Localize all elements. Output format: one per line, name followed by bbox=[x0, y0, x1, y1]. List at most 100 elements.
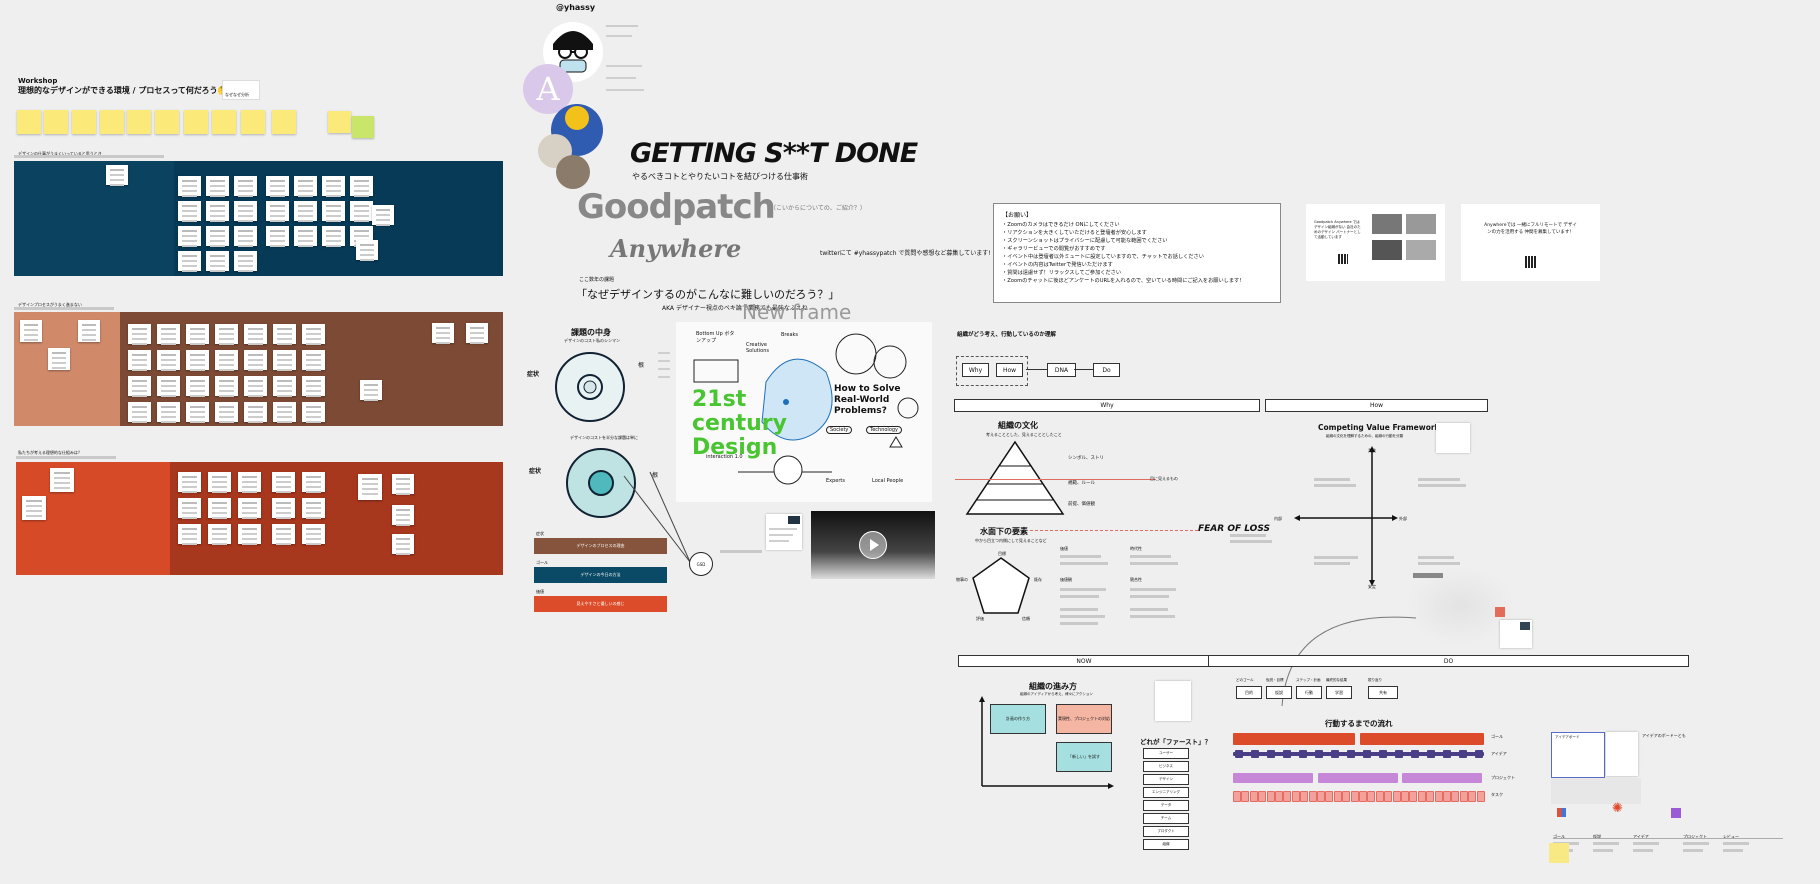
whiteboard-sketch[interactable] bbox=[1405, 567, 1515, 645]
sticky-note[interactable] bbox=[22, 496, 46, 520]
sticky-note[interactable] bbox=[186, 324, 209, 344]
sticky-note[interactable] bbox=[244, 402, 267, 422]
yellow-sticky[interactable] bbox=[352, 116, 374, 138]
article-card[interactable] bbox=[766, 514, 802, 550]
first-item[interactable]: デザイン bbox=[1143, 774, 1189, 785]
sticky-note[interactable] bbox=[234, 176, 257, 196]
yellow-sticky[interactable] bbox=[127, 110, 151, 134]
sticky-note[interactable] bbox=[206, 201, 229, 221]
sticky-note[interactable] bbox=[208, 498, 231, 518]
sticky-note[interactable] bbox=[273, 402, 296, 422]
sticky-note[interactable] bbox=[48, 348, 70, 370]
sticky-note[interactable] bbox=[128, 402, 151, 422]
frame-label[interactable]: New frame bbox=[742, 300, 852, 324]
sticky-note[interactable] bbox=[157, 324, 180, 344]
sketchnote[interactable]: 21st century Design How to Solve Real-Wo… bbox=[676, 322, 932, 502]
first-item[interactable]: ユーザー bbox=[1143, 748, 1189, 759]
sticky-note[interactable] bbox=[157, 402, 180, 422]
flow-step[interactable]: 学習 bbox=[1326, 686, 1352, 699]
sticky-note[interactable] bbox=[272, 498, 295, 518]
sticky-note[interactable] bbox=[178, 251, 201, 271]
sticky-note[interactable] bbox=[178, 226, 201, 246]
yellow-sticky[interactable] bbox=[328, 111, 351, 133]
ideas-card-2[interactable] bbox=[1606, 732, 1638, 776]
board-3[interactable] bbox=[16, 462, 503, 575]
sticky-note[interactable] bbox=[238, 498, 261, 518]
sticky-note[interactable] bbox=[302, 472, 325, 492]
corner-yellow-note[interactable] bbox=[1549, 843, 1569, 863]
first-item[interactable]: ビジネス bbox=[1143, 761, 1189, 772]
flow-step[interactable]: 行動 bbox=[1296, 686, 1322, 699]
sticky-note[interactable] bbox=[302, 350, 325, 370]
flow-step[interactable]: 共有 bbox=[1368, 686, 1398, 699]
sticky-note[interactable] bbox=[302, 376, 325, 396]
sticky-note[interactable] bbox=[206, 226, 229, 246]
yellow-sticky[interactable] bbox=[155, 110, 179, 134]
sticky-note[interactable] bbox=[244, 350, 267, 370]
yellow-sticky[interactable] bbox=[17, 110, 41, 134]
yellow-sticky[interactable] bbox=[100, 110, 124, 134]
sticky-note[interactable] bbox=[350, 201, 373, 221]
sticky-note[interactable] bbox=[302, 402, 325, 422]
play-button-icon[interactable] bbox=[859, 531, 887, 559]
sticky-note[interactable] bbox=[238, 472, 261, 492]
sticky-note[interactable] bbox=[128, 324, 151, 344]
first-item[interactable]: プロダクト bbox=[1143, 826, 1189, 837]
sticky-note[interactable] bbox=[294, 226, 317, 246]
yellow-sticky[interactable] bbox=[272, 110, 296, 134]
yellow-sticky[interactable] bbox=[72, 110, 96, 134]
promo-card-1[interactable]: Goodpatch Anywhere では デザイン組織がない 会社のためのデザ… bbox=[1306, 204, 1445, 281]
sticky-note[interactable] bbox=[208, 472, 231, 492]
first-item[interactable]: チーム bbox=[1143, 813, 1189, 824]
sticky-note[interactable] bbox=[432, 323, 454, 343]
sticky-note[interactable] bbox=[215, 324, 238, 344]
sticky-note[interactable] bbox=[358, 474, 382, 500]
sticky-note[interactable] bbox=[234, 201, 257, 221]
sticky-note[interactable] bbox=[294, 201, 317, 221]
flow-step[interactable]: 仮説 bbox=[1266, 686, 1292, 699]
sticky-note[interactable] bbox=[350, 176, 373, 196]
sticky-note[interactable] bbox=[50, 468, 74, 492]
ideas-card[interactable]: アイデアボード bbox=[1551, 732, 1605, 778]
sticky-note[interactable] bbox=[208, 524, 231, 544]
sticky-note[interactable] bbox=[322, 226, 345, 246]
sticky-note[interactable] bbox=[186, 350, 209, 370]
sticky-note[interactable] bbox=[322, 176, 345, 196]
sticky-note[interactable] bbox=[238, 524, 261, 544]
sticky-note[interactable] bbox=[273, 324, 296, 344]
cvf-note-card[interactable] bbox=[1436, 423, 1470, 453]
sticky-note[interactable] bbox=[215, 350, 238, 370]
sticky-note[interactable] bbox=[157, 376, 180, 396]
sticky-note[interactable] bbox=[178, 176, 201, 196]
sticky-note[interactable] bbox=[266, 201, 289, 221]
sticky-note[interactable] bbox=[206, 176, 229, 196]
sticky-note[interactable] bbox=[234, 251, 257, 271]
sticky-note[interactable] bbox=[106, 165, 128, 185]
note-thumbnail[interactable]: なぜなぜ分析 bbox=[222, 80, 260, 100]
sticky-note[interactable] bbox=[128, 376, 151, 396]
sticky-note[interactable] bbox=[272, 472, 295, 492]
sticky-note[interactable] bbox=[466, 323, 488, 343]
progress-card[interactable] bbox=[1155, 681, 1191, 721]
flow-step[interactable]: 目的 bbox=[1236, 686, 1262, 699]
first-item[interactable]: 組織 bbox=[1143, 839, 1189, 850]
yellow-sticky[interactable] bbox=[241, 110, 265, 134]
board-1[interactable] bbox=[14, 161, 503, 276]
sticky-note[interactable] bbox=[78, 320, 100, 342]
sticky-note[interactable] bbox=[372, 205, 394, 225]
sticky-note[interactable] bbox=[266, 226, 289, 246]
sticky-note[interactable] bbox=[20, 320, 42, 342]
sticky-note[interactable] bbox=[178, 498, 201, 518]
sticky-note[interactable] bbox=[322, 201, 345, 221]
sticky-note[interactable] bbox=[294, 176, 317, 196]
sticky-note[interactable] bbox=[206, 251, 229, 271]
sticky-note[interactable] bbox=[360, 380, 382, 400]
sticky-note[interactable] bbox=[272, 524, 295, 544]
sticky-note[interactable] bbox=[215, 376, 238, 396]
yellow-sticky[interactable] bbox=[212, 110, 236, 134]
yellow-sticky[interactable] bbox=[44, 110, 68, 134]
sticky-note[interactable] bbox=[266, 176, 289, 196]
first-item[interactable]: エンジニアリング bbox=[1143, 787, 1189, 798]
sticky-note[interactable] bbox=[244, 324, 267, 344]
sticky-note[interactable] bbox=[273, 376, 296, 396]
